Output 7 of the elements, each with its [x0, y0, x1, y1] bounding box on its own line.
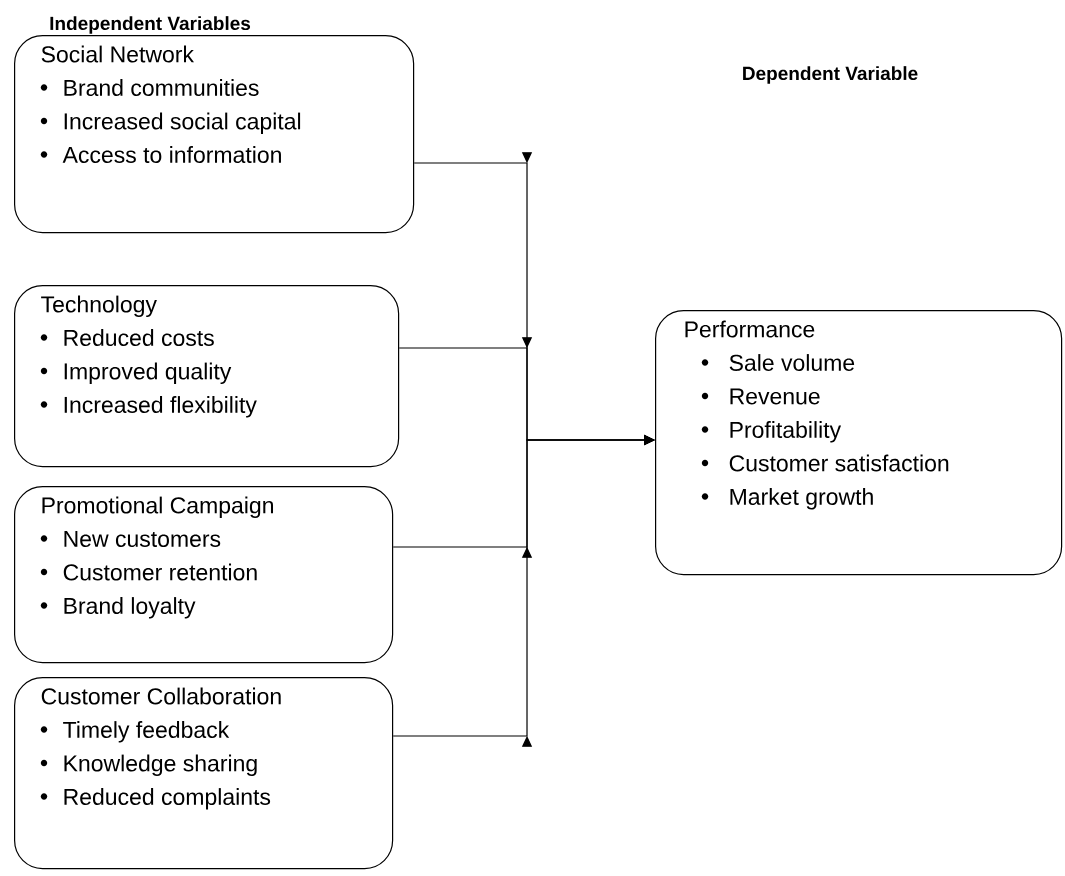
rounded-box: Performance Sale volume Revenue Profitability Customer satisfaction Market growth — [655, 310, 1063, 576]
rounded-box: Technology Reduced costs Improved quality Increased flexibility — [14, 285, 400, 468]
arrow — [392, 434, 655, 747]
rounded-box: Social Network Brand communities Increased social capital Access to information — [14, 35, 415, 234]
rounded-box: Customer Collaboration Timely feedback Knowledge sharing Reduced complaints — [14, 677, 394, 870]
column-heading: Dependent Variable — [743, 66, 918, 84]
rounded-box: Promotional Campaign New customers Customer retention Brand loyalty — [14, 486, 394, 664]
